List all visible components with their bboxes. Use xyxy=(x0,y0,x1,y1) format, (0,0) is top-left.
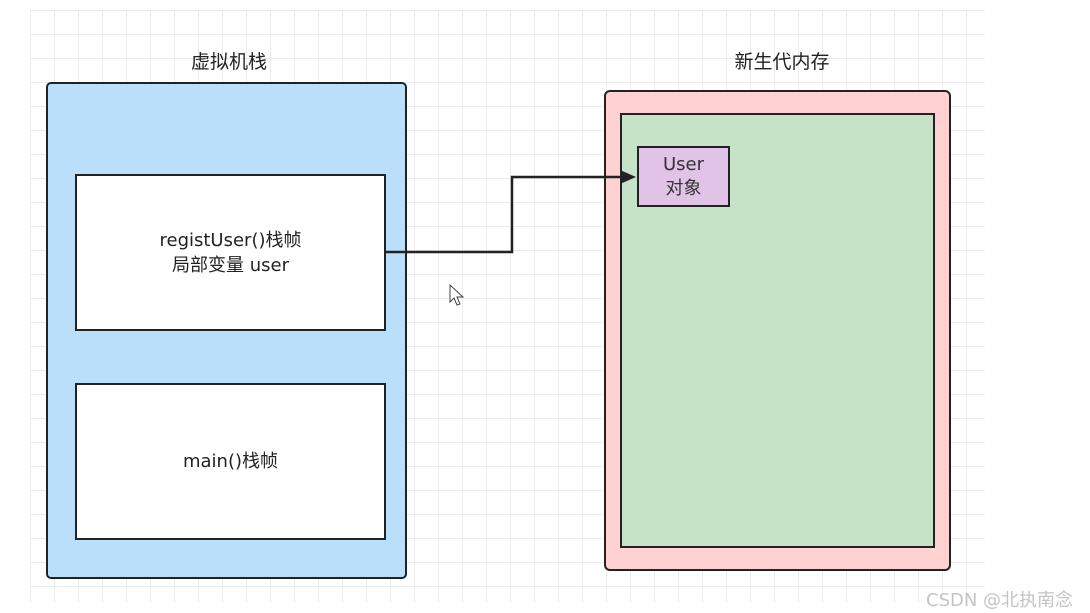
stack-title: 虚拟机栈 xyxy=(190,51,268,73)
frame-label: main()栈帧 xyxy=(182,451,279,472)
object-label: 对象 xyxy=(665,177,702,199)
frame-label: registUser()栈帧 xyxy=(159,229,302,251)
mouse-cursor-icon xyxy=(449,283,465,306)
user-object[interactable]: User 对象 xyxy=(637,146,730,207)
stack-frame-registuser[interactable]: registUser()栈帧 局部变量 user xyxy=(75,174,386,331)
watermark: CSDN @北执南念 xyxy=(926,590,1074,611)
frame-variable: 局部变量 user xyxy=(172,254,289,276)
object-type: User xyxy=(662,153,705,175)
heap-title: 新生代内存 xyxy=(734,51,830,73)
stack-frame-main[interactable]: main()栈帧 xyxy=(75,383,386,540)
